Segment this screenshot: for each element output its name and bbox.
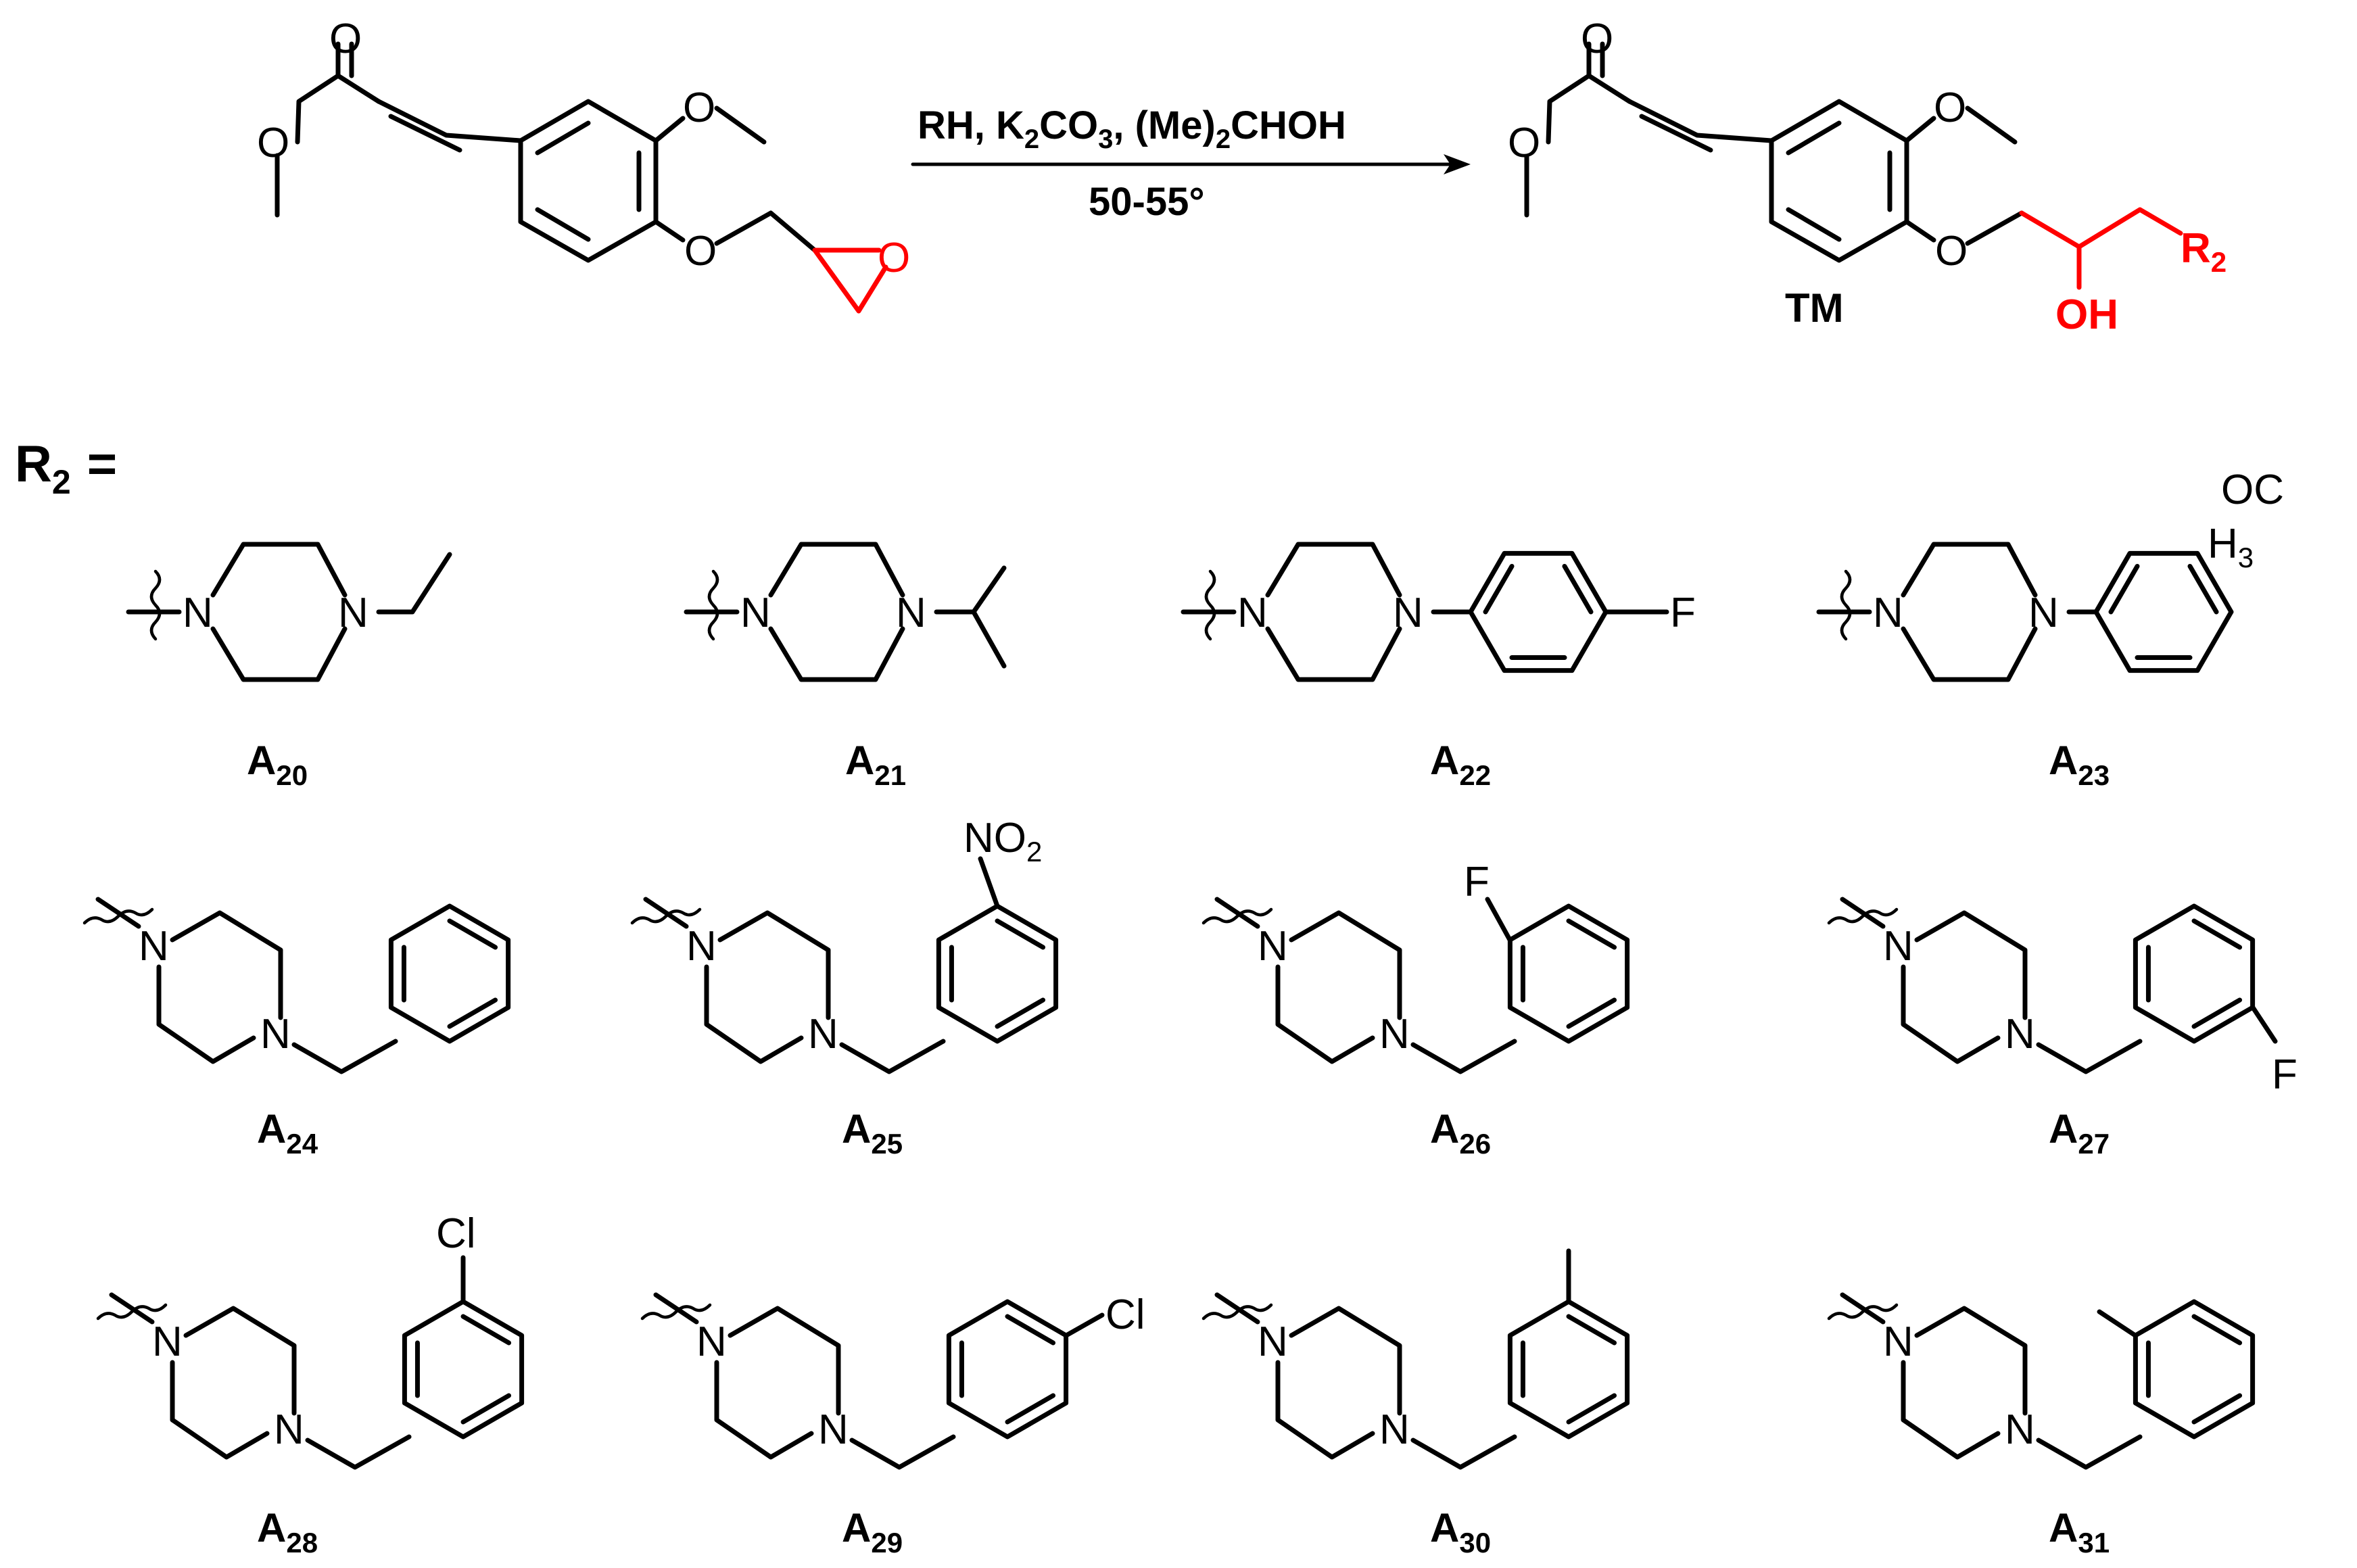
chloro-atom: Cl	[1105, 1291, 1145, 1338]
piperazine-nitrogen: N	[1258, 1318, 1288, 1365]
compound-label-22: A22	[1430, 738, 1491, 791]
chloro-atom: Cl	[436, 1210, 476, 1257]
starting-material: O O O O O	[257, 16, 910, 314]
compound-label-26: A26	[1430, 1106, 1491, 1160]
compound-a31: N N A31	[1827, 1292, 2256, 1559]
compound-label-20: A20	[247, 738, 308, 791]
fluoro-atom: F	[1464, 859, 1490, 905]
compound-a26: N N F A26	[1201, 859, 1630, 1160]
compound-label-30: A30	[1430, 1505, 1491, 1559]
compound-label-28: A28	[257, 1505, 318, 1559]
reaction-arrow: RH, K2CO3, (Me)2CHOH 50-55°	[911, 103, 1471, 224]
hydroxyl-group: OH	[2055, 291, 2118, 338]
piperazine-nitrogen: N	[1258, 923, 1288, 970]
r2-header: R2=	[15, 435, 117, 501]
piperazine-nitrogen: N	[2005, 1011, 2035, 1058]
piperazine-nitrogen: N	[1883, 1318, 1913, 1365]
piperazine-nitrogen: N	[274, 1406, 304, 1453]
epoxide-oxygen: O	[878, 235, 910, 281]
piperazine-nitrogen: N	[1873, 590, 1903, 636]
compound-label-23: A23	[2049, 738, 2110, 791]
ether-oxygen: O	[684, 228, 717, 275]
fluoro-atom: F	[1670, 590, 1696, 636]
piperazine-nitrogen: N	[1379, 1406, 1410, 1453]
piperazine-nitrogen: N	[139, 923, 169, 970]
product-carbonyl-oxygen: O	[1581, 16, 1613, 62]
methoxy-group-o: OC	[2221, 467, 2284, 513]
piperazine-nitrogen: N	[696, 1318, 727, 1365]
piperazine-nitrogen: N	[818, 1406, 849, 1453]
compound-label-31: A31	[2049, 1505, 2110, 1559]
piperazine-nitrogen: N	[1883, 923, 1913, 970]
carbonyl-oxygen: O	[329, 16, 362, 62]
piperazine-nitrogen: N	[808, 1011, 838, 1058]
reaction-conditions: RH, K2CO3, (Me)2CHOH	[918, 103, 1346, 154]
product-methoxy-oxygen: O	[1934, 85, 1966, 131]
piperazine-nitrogen: N	[1237, 590, 1268, 636]
compound-label-29: A29	[842, 1505, 903, 1559]
piperazine-nitrogen: N	[183, 590, 213, 636]
ester-oxygen: O	[257, 120, 289, 166]
nitro-group: NO2	[963, 815, 1042, 868]
methoxy-group-h3: H3	[2208, 521, 2254, 573]
piperazine-nitrogen: N	[260, 1011, 291, 1058]
fluoro-atom: F	[2272, 1051, 2298, 1098]
reaction-temperature: 50-55°	[1089, 180, 1205, 224]
product-label: TM	[1785, 285, 1844, 331]
piperazine-nitrogen: N	[686, 923, 717, 970]
piperazine-nitrogen: N	[2005, 1406, 2035, 1453]
compound-label-24: A24	[257, 1106, 318, 1160]
product-ether-oxygen: O	[1935, 228, 1968, 275]
product-tm: O O O O OH R2 TM	[1508, 16, 2227, 338]
compound-label-21: A21	[845, 738, 906, 791]
compound-a27: N N F A27	[1827, 897, 2298, 1160]
r2-group: R2	[2181, 225, 2227, 278]
compound-a30: N N A30	[1201, 1248, 1630, 1559]
piperazine-nitrogen: N	[740, 590, 771, 636]
piperazine-nitrogen: N	[152, 1318, 183, 1365]
compound-label-27: A27	[2049, 1106, 2110, 1160]
compound-label-25: A25	[842, 1106, 903, 1160]
compound-a24: N N A24	[82, 897, 511, 1160]
product-ester-oxygen: O	[1508, 120, 1540, 166]
piperazine-nitrogen: N	[1379, 1011, 1410, 1058]
methoxy-oxygen: O	[683, 85, 715, 131]
